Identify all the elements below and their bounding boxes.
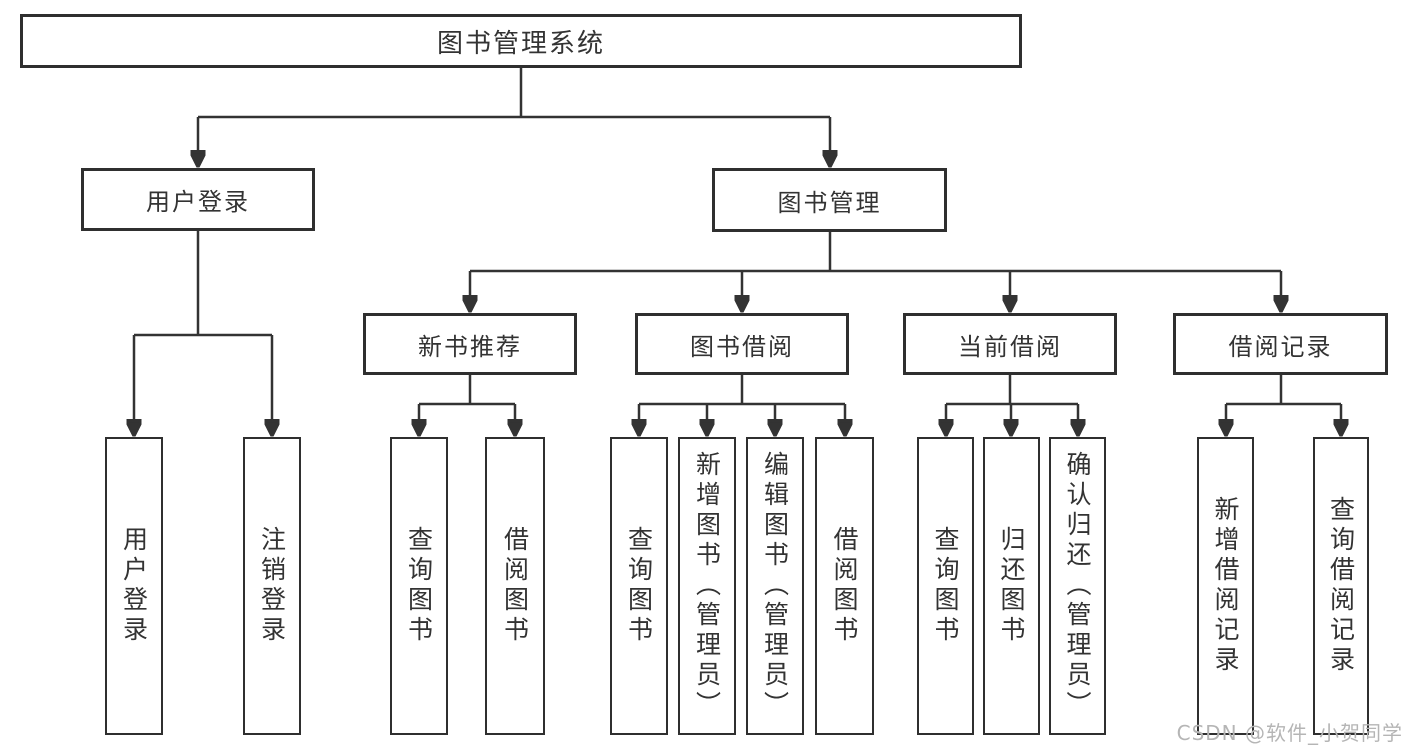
node-leaf-borrow-edit-books-admin: 编辑图书（管理员） (746, 437, 804, 735)
node-leaf-current-return-books: 归还图书 (983, 437, 1040, 735)
node-leaf-recommend-borrow-books: 借阅图书 (485, 437, 545, 735)
leaf-label: 借阅图书 (830, 526, 859, 646)
leaf-label: 归还图书 (997, 526, 1026, 646)
csdn-watermark: CSDN @软件_小贺同学 (1176, 721, 1403, 745)
node-leaf-logout: 注销登录 (243, 437, 301, 735)
node-book-management: 图书管理 (712, 168, 947, 232)
node-leaf-borrow-add-books-admin: 新增图书（管理员） (678, 437, 736, 735)
node-leaf-borrow-query-books: 查询图书 (610, 437, 668, 735)
edge-borrow-to-leaves (639, 375, 845, 433)
leaf-label: 查询借阅记录 (1326, 496, 1356, 676)
node-leaf-current-confirm-return-admin: 确认归还（管理员） (1049, 437, 1106, 735)
leaf-label: 借阅图书 (500, 526, 530, 646)
leaf-label: 查询图书 (624, 526, 654, 646)
leaf-label: 注销登录 (257, 526, 287, 646)
leaf-label: 新增借阅记录 (1211, 496, 1240, 676)
leaf-label: 查询图书 (931, 526, 960, 646)
node-leaf-record-add-borrow-record: 新增借阅记录 (1197, 437, 1254, 735)
leaf-label: 查询图书 (404, 526, 434, 646)
edge-root-to-level2 (198, 68, 830, 164)
leaf-label: 确认归还（管理员） (1063, 451, 1092, 721)
leaf-label: 新增图书（管理员） (692, 451, 722, 721)
node-current-borrow: 当前借阅 (903, 313, 1117, 375)
leaf-label: 用户登录 (119, 526, 149, 646)
edge-current-to-leaves (946, 375, 1078, 433)
node-leaf-record-query-borrow-record: 查询借阅记录 (1313, 437, 1369, 735)
node-book-borrow: 图书借阅 (635, 313, 849, 375)
edge-record-to-leaves (1226, 375, 1341, 433)
edge-recommend-to-leaves (419, 375, 515, 433)
leaf-label: 编辑图书（管理员） (760, 451, 790, 721)
node-library-system: 图书管理系统 (20, 14, 1022, 68)
node-new-book-recommend: 新书推荐 (363, 313, 577, 375)
node-user-login: 用户登录 (81, 168, 315, 231)
node-borrow-record: 借阅记录 (1173, 313, 1388, 375)
node-leaf-user-login: 用户登录 (105, 437, 163, 735)
node-leaf-recommend-query-books: 查询图书 (390, 437, 448, 735)
node-leaf-borrow-borrow-books: 借阅图书 (815, 437, 874, 735)
node-leaf-current-query-books: 查询图书 (917, 437, 974, 735)
edge-mgmt-to-level3 (470, 232, 1281, 309)
edge-login-to-leaves (134, 231, 272, 433)
